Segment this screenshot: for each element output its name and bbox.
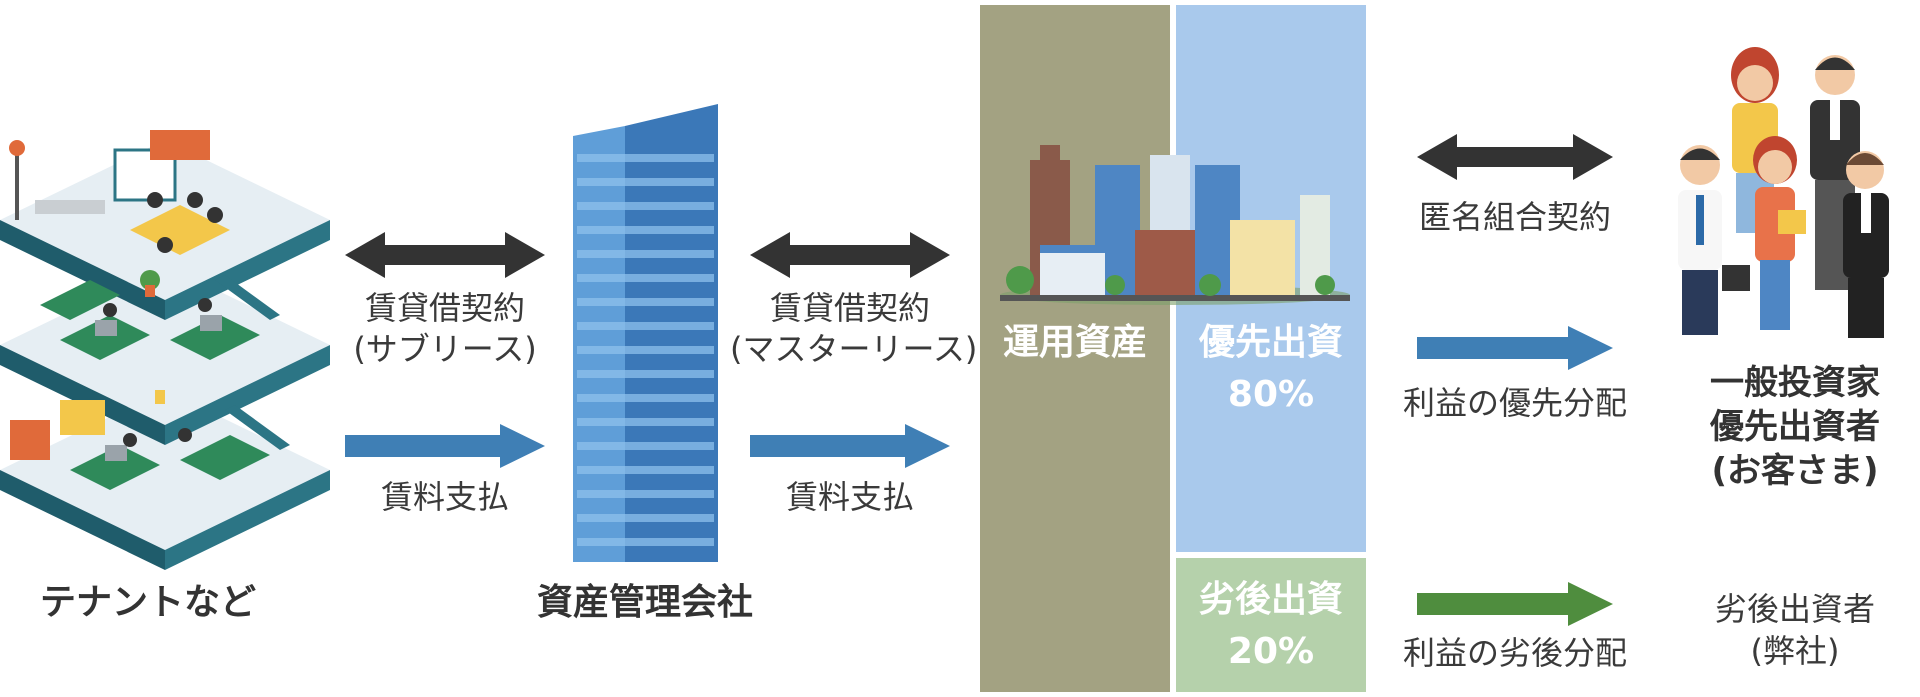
rent-arrow-right (750, 424, 950, 468)
manager-caption: 資産管理会社 (536, 582, 753, 623)
lease-double-arrow-right (750, 232, 950, 278)
building-window-row (577, 346, 714, 354)
senior-percent: 80% (1227, 374, 1315, 415)
building-window-row (577, 394, 714, 402)
senior-distribution-arrow (1417, 326, 1613, 370)
lease-right-title: 賃貸借契約 (769, 289, 930, 327)
building-window-row (577, 370, 714, 378)
city-skyline-icon (1000, 145, 1350, 305)
contract-label: 匿名組合契約 (1418, 198, 1611, 236)
junior-panel (1176, 558, 1366, 692)
building-window-row (577, 178, 714, 186)
rent-left-label: 賃料支払 (380, 478, 509, 516)
building-window-row (577, 202, 714, 210)
senior-distribution-label: 利益の優先分配 (1402, 384, 1627, 422)
contract-double-arrow (1417, 134, 1613, 180)
building-window-row (577, 514, 714, 522)
building-window-row (577, 418, 714, 426)
building-window-row (577, 274, 714, 282)
lease-left-title: 賃貸借契約 (364, 289, 525, 327)
junior-distribution-label: 利益の劣後分配 (1402, 634, 1627, 672)
investors-group-illustration (1678, 47, 1889, 338)
junior-investor-line2: (弊社) (1750, 632, 1840, 670)
rent-right-label: 賃料支払 (785, 478, 914, 516)
building-window-row (577, 490, 714, 498)
building-window-row (577, 538, 714, 546)
investors-line2: 優先出資者 (1710, 407, 1880, 447)
junior-percent: 20% (1227, 631, 1315, 672)
lease-left-sub: (サブリース) (353, 330, 537, 368)
management-building-icon (573, 104, 718, 562)
building-window-row (577, 154, 714, 162)
rent-arrow-left (345, 424, 545, 468)
tenant-caption: テナントなど (40, 582, 257, 623)
senior-label: 優先出資 (1198, 322, 1343, 363)
building-window-row (577, 298, 714, 306)
junior-investor-line1: 劣後出資者 (1714, 590, 1875, 628)
lease-double-arrow-left (345, 232, 545, 278)
assets-panel (980, 5, 1170, 692)
lease-right-sub: (マスターリース) (730, 330, 978, 368)
building-window-row (577, 250, 714, 258)
building-window-row (577, 442, 714, 450)
building-window-row (577, 226, 714, 234)
investors-line1: 一般投資家 (1710, 363, 1880, 403)
junior-distribution-arrow (1417, 582, 1613, 626)
junior-label: 劣後出資 (1198, 579, 1343, 620)
assets-label: 運用資産 (1002, 322, 1147, 363)
building-window-row (577, 322, 714, 330)
tenant-office-illustration (0, 130, 330, 570)
investors-line3: (お客さま) (1711, 451, 1879, 491)
building-window-row (577, 466, 714, 474)
